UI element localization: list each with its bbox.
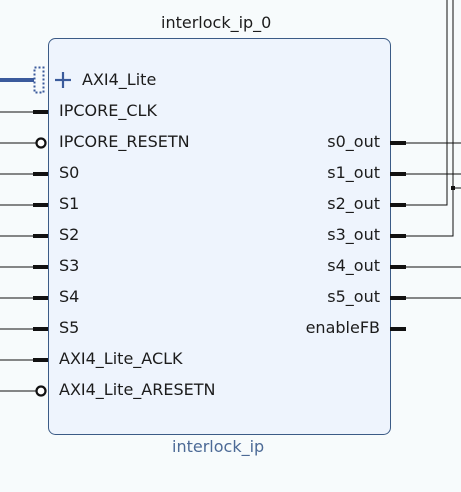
net-s3-out xyxy=(406,0,454,237)
input-port-label-s4[interactable]: S4 xyxy=(59,287,80,306)
output-port-label-s2-out[interactable]: s2_out xyxy=(327,194,380,213)
instance-name-label[interactable]: interlock_ip_0 xyxy=(161,13,272,32)
inverted-pin-axi4-lite-aresetn[interactable] xyxy=(35,385,47,397)
output-port-label-s0-out[interactable]: s0_out xyxy=(327,132,380,151)
output-port-label-enablefb[interactable]: enableFB xyxy=(305,318,380,337)
axi4-lite-interface-label[interactable]: AXI4_Lite xyxy=(82,70,157,89)
input-port-label-s1[interactable]: S1 xyxy=(59,194,80,213)
output-port-label-s3-out[interactable]: s3_out xyxy=(327,225,380,244)
input-port-label-ipcore-clk[interactable]: IPCORE_CLK xyxy=(59,101,157,120)
output-port-label-s1-out[interactable]: s1_out xyxy=(327,163,380,182)
input-port-label-s2[interactable]: S2 xyxy=(59,225,80,244)
input-port-label-s3[interactable]: S3 xyxy=(59,256,80,275)
input-port-label-axi4-lite-aclk[interactable]: AXI4_Lite_ACLK xyxy=(59,349,183,368)
inverted-pin-ipcore-resetn[interactable] xyxy=(35,137,47,149)
net-s2-out xyxy=(406,0,448,206)
input-port-label-s5[interactable]: S5 xyxy=(59,318,80,337)
net-junction-dot xyxy=(451,186,455,190)
input-port-label-axi4-lite-aresetn[interactable]: AXI4_Lite_ARESETN xyxy=(59,380,216,399)
module-name-label: interlock_ip xyxy=(172,437,265,456)
input-port-label-s0[interactable]: S0 xyxy=(59,163,80,182)
axi4-lite-bus-connector[interactable] xyxy=(33,66,45,94)
output-port-label-s5-out[interactable]: s5_out xyxy=(327,287,380,306)
output-port-label-s4-out[interactable]: s4_out xyxy=(327,256,380,275)
input-port-label-ipcore-resetn[interactable]: IPCORE_RESETN xyxy=(59,132,190,151)
